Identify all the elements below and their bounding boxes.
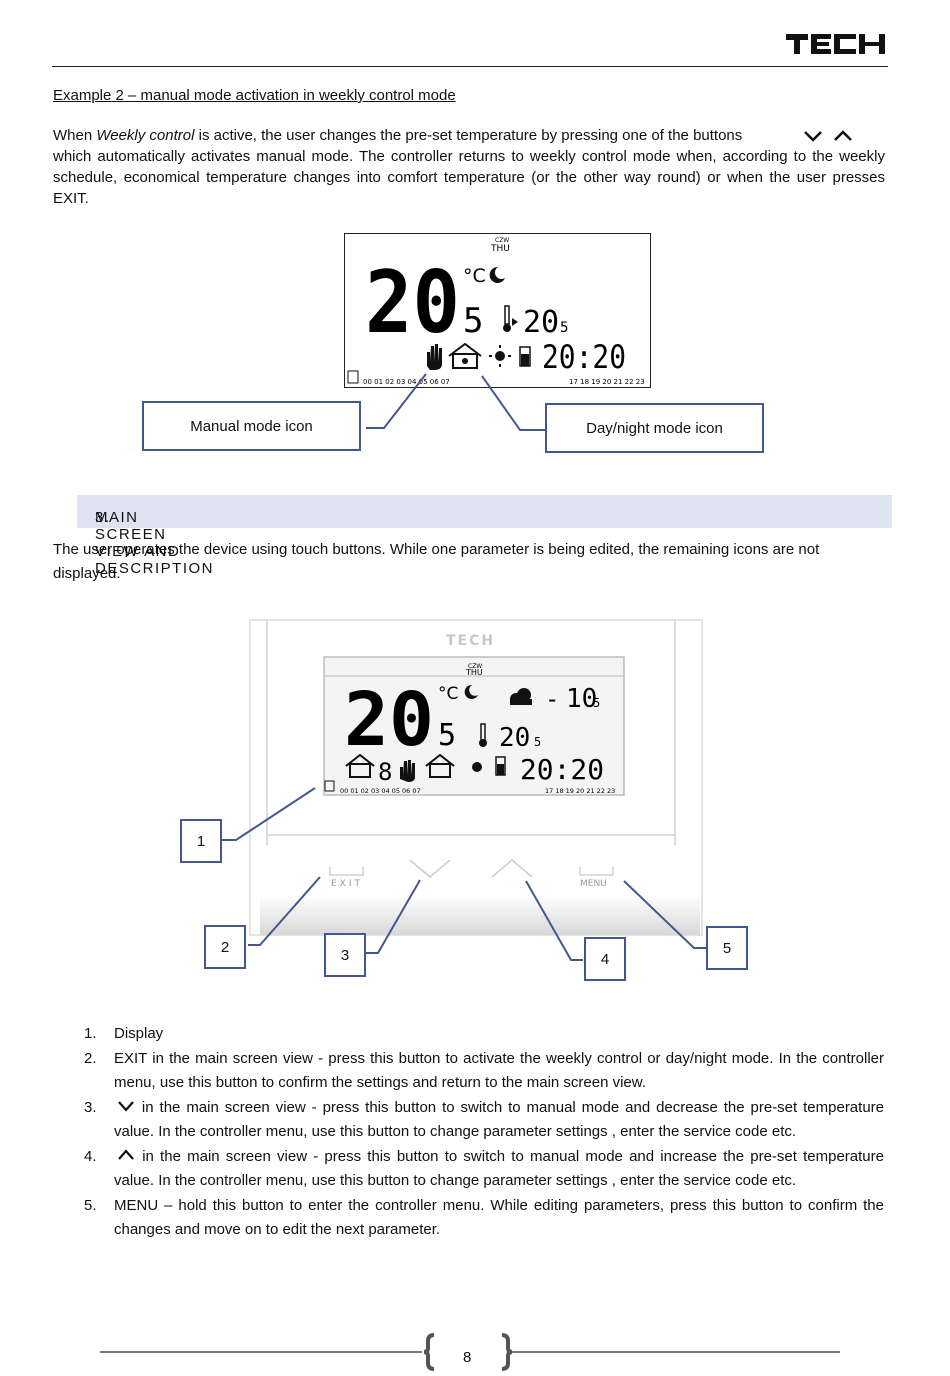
sun-icon bbox=[472, 762, 482, 772]
label-2: 2 bbox=[204, 925, 246, 969]
label-4: 4 bbox=[584, 937, 626, 981]
svg-text:00 01 02 03 04 05 06 07: 00 01 02 03 04 05 06 07 bbox=[340, 787, 421, 795]
moon-icon bbox=[464, 684, 478, 699]
cloud-icon bbox=[510, 688, 532, 705]
down-button bbox=[409, 859, 451, 878]
calendar-icon bbox=[324, 780, 335, 792]
sun-icon bbox=[489, 345, 511, 367]
battery-icon bbox=[519, 346, 531, 367]
menu-button-label: MENU bbox=[580, 879, 607, 889]
intro-rest: which automatically activates manual mod… bbox=[53, 148, 885, 207]
down-arrow-icon bbox=[118, 1101, 134, 1112]
list-item: 5.MENU – hold this button to enter the c… bbox=[84, 1197, 884, 1238]
section-title: MAIN SCREEN VIEW AND DESCRIPTION bbox=[95, 509, 215, 577]
up-arrow-icon bbox=[118, 1149, 134, 1160]
svg-text:5: 5 bbox=[534, 735, 541, 749]
section-description: The user operates the device using touch… bbox=[53, 541, 820, 582]
svg-text:17 18 19 20 21 22 23: 17 18 19 20 21 22 23 bbox=[545, 787, 615, 795]
device-brand: TECH bbox=[446, 633, 495, 649]
moon-icon bbox=[489, 266, 505, 283]
home-daynight-icon bbox=[448, 342, 482, 369]
list-item: 2.EXIT in the main screen view - press t… bbox=[84, 1050, 884, 1091]
device-clock: 20:20 bbox=[520, 753, 604, 786]
controller-device: TECH CZW THU 20 5 °C - 10 5 20 5 8 20:20 bbox=[150, 615, 770, 985]
section-heading: 3. MAIN SCREEN VIEW AND DESCRIPTION bbox=[77, 495, 892, 577]
list-item: 3. in the main screen view - press this … bbox=[84, 1099, 884, 1140]
section-number: 3. bbox=[95, 509, 111, 526]
day-en: THU bbox=[490, 244, 510, 254]
device-screen: CZW THU 20 5 °C - 10 5 20 5 8 20:20 00 0… bbox=[323, 656, 625, 796]
day-pl: CZW bbox=[495, 237, 509, 244]
preset-temp-decimal: 5 bbox=[560, 320, 568, 336]
tech-logo bbox=[786, 34, 885, 54]
exit-button-label: EXIT bbox=[331, 879, 363, 889]
example-title: Example 2 – manual mode activation in we… bbox=[53, 87, 456, 104]
label-1: 1 bbox=[180, 819, 222, 863]
up-button bbox=[491, 859, 533, 878]
thermometer-icon bbox=[479, 723, 487, 747]
svg-text:5: 5 bbox=[593, 696, 600, 710]
hours-right: 17 18 19 20 21 22 23 bbox=[569, 378, 645, 386]
clock: 20:20 bbox=[542, 338, 626, 376]
svg-text:5: 5 bbox=[438, 718, 456, 753]
thermometer-icon bbox=[503, 305, 518, 332]
lcd-display-example: CZW THU 20 5 °C 20 5 20:20 bbox=[344, 233, 651, 388]
calendar-icon bbox=[347, 370, 359, 384]
current-temp: 20 bbox=[365, 253, 460, 353]
hand-icon bbox=[427, 344, 442, 370]
device-preset: 20 bbox=[499, 723, 530, 753]
current-temp-decimal: 5 bbox=[463, 301, 483, 341]
hand-icon bbox=[400, 760, 415, 782]
device-temp: 20 bbox=[344, 677, 434, 763]
footer-ornament bbox=[100, 1333, 840, 1371]
callout-daynight-mode: Day/night mode icon bbox=[545, 403, 764, 453]
svg-text:-: - bbox=[545, 685, 559, 713]
callout-lines-1 bbox=[366, 373, 546, 431]
home-icon bbox=[345, 753, 375, 778]
intro-paragraph: When Weekly control is active, the user … bbox=[53, 125, 885, 209]
label-5: 5 bbox=[706, 926, 748, 970]
intro-first-line: When Weekly control is active, the user … bbox=[53, 127, 743, 144]
down-up-arrows-icon bbox=[804, 130, 852, 142]
list-item: 1.Display bbox=[84, 1025, 164, 1042]
preset-temp: 20 bbox=[523, 305, 559, 340]
page-number: 8 bbox=[463, 1349, 472, 1366]
list-item: 4. in the main screen view - press this … bbox=[84, 1148, 884, 1189]
label-3: 3 bbox=[324, 933, 366, 977]
hours-left: 00 01 02 03 04 05 06 07 bbox=[363, 378, 450, 386]
home-daynight-icon bbox=[425, 753, 455, 778]
svg-text:CZW: CZW bbox=[468, 663, 482, 670]
temp-unit: °C bbox=[463, 265, 486, 287]
callout-manual-mode: Manual mode icon bbox=[142, 401, 361, 451]
button-description-list: 1.Display 2.EXIT in the main screen view… bbox=[84, 1022, 884, 1243]
header-rule bbox=[52, 66, 888, 67]
svg-text:THU: THU bbox=[465, 668, 483, 677]
svg-text:°C: °C bbox=[438, 684, 458, 704]
zone-digit: 8 bbox=[378, 758, 392, 786]
weekly-control-term: Weekly control bbox=[96, 127, 195, 144]
outdoor-temp: 10 bbox=[566, 684, 597, 714]
battery-icon bbox=[495, 756, 506, 776]
